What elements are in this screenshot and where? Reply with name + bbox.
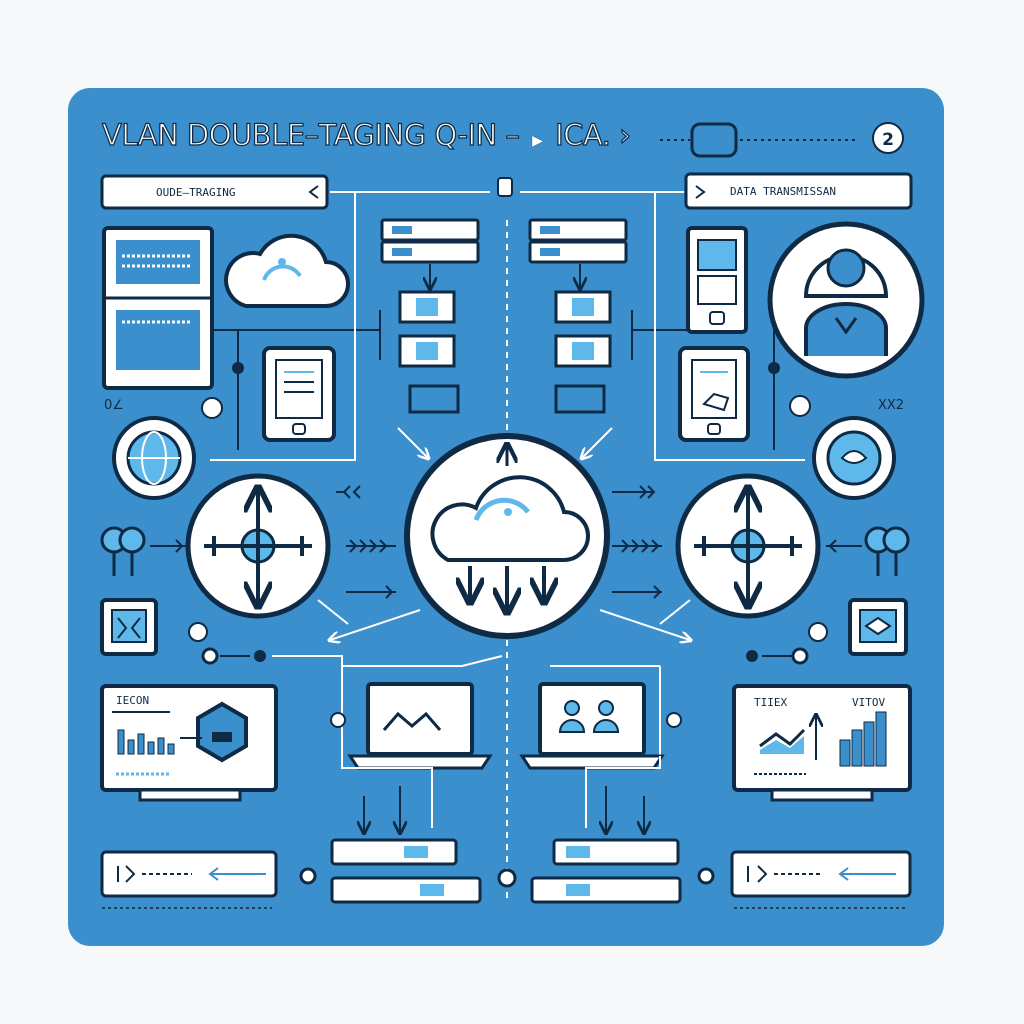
title-tail: ICA. › [555,117,632,152]
right-bot-icon [864,526,910,576]
monitor-left-label: IECON [116,694,150,707]
right-label-box [684,172,913,210]
connector-lines [212,329,775,450]
laptop-icon [519,682,665,770]
left-bot-icon [100,526,146,576]
user-icon [767,221,925,379]
left-side-label: 0∠ [104,398,124,413]
step-badge: 2 [872,122,904,154]
right-bottom-bar [730,850,912,898]
diagram-title: VLAN DOUBLE–TAGING Q-IN – ▶ ICA. › [101,117,632,152]
flow-arrows [150,485,862,599]
bar-chart-icon [117,729,175,755]
title-connector [660,122,855,158]
monitor-icon [100,684,278,802]
monitor-right-label-a: TIIEX [754,696,788,709]
laptop-icon [347,682,493,770]
globe-icon [112,416,196,500]
chat-icon [812,416,896,500]
server-icon [528,218,628,264]
central-cloud-icon [404,433,610,639]
server-icon [380,218,480,264]
heart-icon [188,395,828,642]
cloud-icon [224,233,350,308]
monitor-icon [732,684,912,802]
center-port-icon [497,177,513,197]
router-icon [675,473,821,619]
server-icon [330,838,482,904]
server-icon [530,838,682,904]
switch-icon [554,264,633,414]
title-main: VLAN DOUBLE–TAGING Q-IN – [101,117,520,152]
left-label-box [100,174,329,210]
left-box-label: OUDE–TRAGING [156,186,236,199]
right-window-icon [848,598,908,656]
monitor-right-label-b: VITOV [852,696,886,709]
document-icon [102,226,214,390]
bar-chart-icon [839,711,887,767]
tablet-icon [262,346,336,442]
phone-icon [686,226,748,334]
switch-icon [379,264,460,414]
router-icon [185,473,331,619]
right-side-label: XX2 [878,398,905,413]
play-icon: ▶ [532,133,543,149]
right-box-label: DATA TRANSMISSAN [730,185,836,198]
left-window-icon [100,598,158,656]
tablet-icon [678,346,750,442]
left-bottom-bar [100,850,278,898]
